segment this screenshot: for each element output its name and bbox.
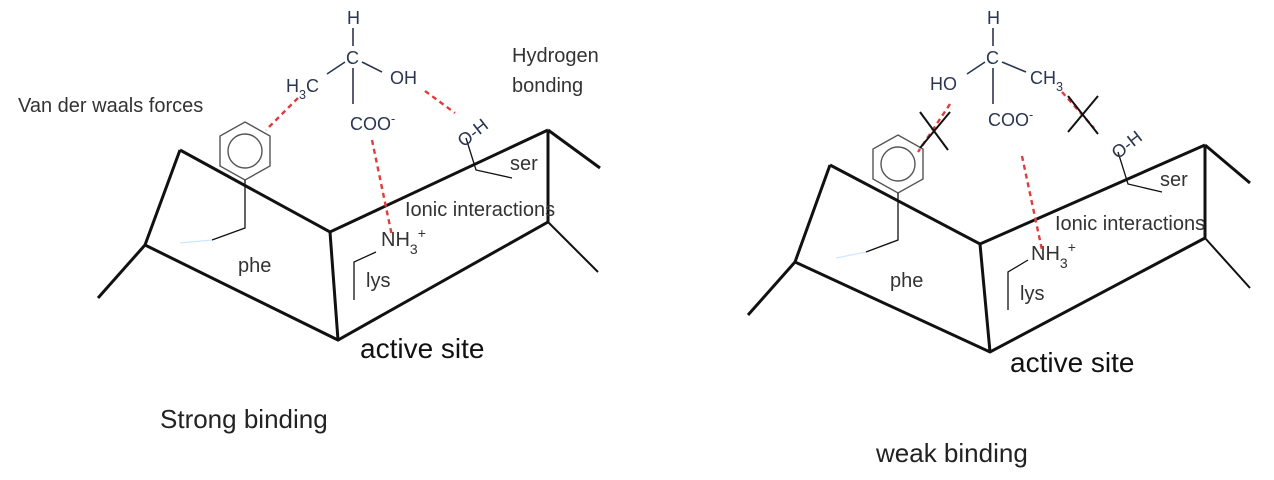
cross-stroke-d [1067, 95, 1099, 133]
pocket-right-tail-weak [1204, 143, 1251, 185]
vdw-label: Van der waals forces [18, 95, 203, 117]
pocket-left-tail [96, 244, 147, 299]
lactate-carboxylate: COO- [350, 112, 395, 134]
lactate-carbon: C [346, 48, 359, 68]
phe-residue-weak: phe [835, 134, 924, 292]
lactate-hydroxyl-weak: HO [930, 74, 957, 94]
ser-hydroxyl: O-H [454, 115, 492, 151]
ser-label: ser [510, 153, 538, 175]
lys-residue-weak: NH3+ lys [1007, 239, 1076, 310]
bond-c-ch3-weak [1001, 61, 1027, 73]
lactate-methyl-weak: CH3 [1030, 68, 1063, 94]
lactate-carboxylate-weak: COO- [988, 108, 1033, 130]
bond-c-ch3 [326, 61, 346, 75]
active-site-label-weak: active site [1010, 347, 1135, 378]
ionic-interaction-line-weak [1020, 155, 1044, 251]
vdw-interaction-line [265, 97, 299, 131]
active-site-outline-weak [746, 143, 1251, 354]
ionic-label: Ionic interactions [405, 199, 555, 221]
weak-binding-panel: phe O-H ser NH3+ lys H C HO CH3 COO- [746, 8, 1251, 468]
pocket-bottom-edge-weak [793, 164, 1206, 354]
lys-side-chain-weak [1007, 259, 1029, 310]
strong-binding-panel: phe O-H ser NH3+ lys H C H3C OH COO- [18, 8, 601, 434]
hbond-label-line2: bonding [512, 75, 583, 97]
cross-stroke-b [919, 111, 951, 149]
bond-c-oh-weak [966, 61, 986, 75]
phe-residue: phe [179, 121, 271, 277]
lys-side-chain [353, 251, 377, 300]
lactate-hydroxyl: OH [390, 68, 417, 88]
lys-ammonium-weak: NH3+ [1031, 239, 1076, 271]
lys-label-weak: lys [1020, 283, 1044, 305]
broken-hbond-cross [1067, 95, 1099, 135]
phe-label-weak: phe [890, 270, 923, 292]
lactate-carbon-weak: C [986, 48, 999, 68]
lys-label: lys [366, 270, 390, 292]
phe-faint-bond-weak [835, 251, 867, 259]
phe-side-chain-weak [865, 193, 899, 253]
pocket-fold-edge-weak [978, 243, 992, 353]
ser-side-chain-weak [1117, 151, 1163, 193]
lactate-molecule: H C H3C OH COO- [286, 8, 417, 134]
weak-binding-caption: weak binding [875, 438, 1028, 468]
phe-faint-bond [179, 239, 213, 244]
lactate-molecule-weak: H C HO CH3 COO- [930, 8, 1063, 130]
phe-aromatic-circle [227, 133, 263, 169]
lys-ammonium: NH3+ [381, 225, 426, 257]
pocket-right-lower-tail-weak [1204, 237, 1251, 289]
hbond-interaction-line [424, 90, 456, 114]
lactate-hydrogen: H [347, 8, 360, 28]
pocket-bottom-edge [143, 149, 549, 342]
ser-hydroxyl-weak: O-H [1108, 127, 1146, 163]
phe-aromatic-circle-weak [880, 146, 916, 182]
pocket-left-tail-weak [746, 261, 797, 316]
phe-side-chain [211, 180, 246, 241]
active-site-outline [96, 128, 601, 342]
active-site-label: active site [360, 333, 485, 364]
ser-label-weak: ser [1160, 169, 1188, 191]
pocket-right-tail [547, 128, 601, 170]
bond-c-oh [361, 61, 383, 73]
lys-residue: NH3+ lys [353, 225, 426, 300]
ionic-label-weak: Ionic interactions [1055, 213, 1205, 235]
hbond-label-line1: Hydrogen [512, 45, 599, 67]
lactate-hydrogen-weak: H [987, 8, 1000, 28]
ionic-interaction-line [370, 139, 394, 237]
phe-label: phe [238, 255, 271, 277]
pocket-fold-edge [328, 231, 340, 341]
strong-binding-caption: Strong binding [160, 404, 328, 434]
lactate-methyl: H3C [286, 76, 319, 102]
pocket-right-lower-tail [547, 221, 599, 273]
ser-side-chain [465, 137, 513, 179]
broken-vdw-cross [919, 111, 951, 151]
